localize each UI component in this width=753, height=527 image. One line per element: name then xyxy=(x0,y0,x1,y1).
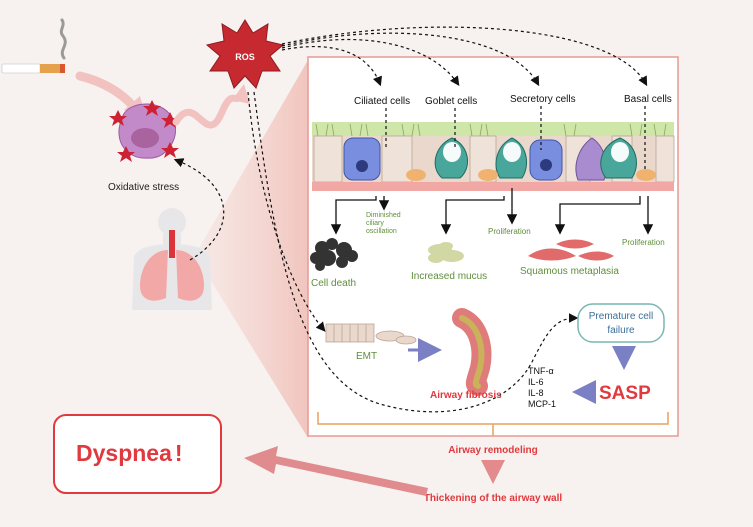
premature-line1: Premature cell xyxy=(589,311,653,322)
cigarette-icon xyxy=(1,18,67,74)
dyspnea-label: Dyspnea! xyxy=(76,440,183,466)
oxidative-stress-label: Oxidative stress xyxy=(108,182,179,193)
arrow-to-dyspnea xyxy=(244,446,428,496)
sasp-factor-3: IL-8 xyxy=(528,388,544,398)
proliferation-goblet-label: Proliferation xyxy=(488,227,531,236)
airway-fibrosis-icon xyxy=(452,308,492,396)
squiggle-arrow-head xyxy=(232,84,250,104)
dyspnea-box xyxy=(53,414,222,494)
diminished-line2: ciliary xyxy=(366,220,384,227)
mucus-icon xyxy=(428,242,464,263)
emt-label: EMT xyxy=(356,351,377,362)
squamous-cells-icon xyxy=(528,239,614,261)
dyspnea-word: Dyspnea xyxy=(76,440,172,466)
ciliated-cells-label: Ciliated cells xyxy=(354,96,410,107)
diminished-line3: oscillation xyxy=(366,228,397,235)
airway-epithelium-illustration xyxy=(312,122,675,191)
sasp-factor-1: TNF-α xyxy=(528,366,554,376)
goblet-cells-label: Goblet cells xyxy=(425,96,477,107)
dashed-lung-to-cell xyxy=(173,158,225,261)
dashed-ros-fibrosis xyxy=(253,91,579,413)
dashed-ros-goblet xyxy=(281,38,460,86)
proliferation-basal-label: Proliferation xyxy=(622,238,665,247)
dashed-into-epithelium xyxy=(385,106,646,170)
dead-cells-icon xyxy=(310,238,358,271)
arrow-to-metaplasia xyxy=(554,196,641,235)
dyspnea-exclamation: ! xyxy=(175,440,183,466)
secretory-cells-label: Secretory cells xyxy=(510,94,576,105)
increased-mucus-label: Increased mucus xyxy=(411,271,487,282)
basal-cells-label: Basal cells xyxy=(624,94,672,105)
ros-starburst xyxy=(205,19,285,89)
dashed-ros-secretory xyxy=(281,32,540,87)
human-lungs-icon xyxy=(132,208,212,310)
oxidative-stress-cell-icon xyxy=(109,100,179,162)
airway-remodeling-label: Airway remodeling xyxy=(448,445,537,456)
premature-failure-box xyxy=(577,303,665,343)
squiggle-arrow xyxy=(172,92,244,129)
airway-fibrosis-label: Airway fibrosis xyxy=(430,390,502,401)
squamous-metaplasia-label: Squamous metaplasia xyxy=(520,266,619,277)
ros-label: ROS xyxy=(235,52,255,62)
sasp-factor-4: MCP-1 xyxy=(528,399,556,409)
detail-panel xyxy=(307,56,679,437)
thickening-label: Thickening of the airway wall xyxy=(424,493,563,504)
emt-cells-icon xyxy=(325,323,417,345)
zoom-beam xyxy=(195,60,308,438)
arrow-to-cell-death xyxy=(330,196,377,235)
dashed-ros-ciliated xyxy=(281,45,382,87)
sasp-factor-2: IL-6 xyxy=(528,377,544,387)
smoke-arrow xyxy=(75,71,137,110)
premature-line2: failure xyxy=(607,325,635,336)
dashed-ros-emt xyxy=(247,91,326,332)
arrow-to-mucus xyxy=(440,196,505,235)
sasp-label: SASP xyxy=(599,383,651,404)
cell-death-label: Cell death xyxy=(311,278,356,289)
diminished-line1: Diminished xyxy=(366,212,401,219)
dashed-ros-basal xyxy=(281,26,648,87)
